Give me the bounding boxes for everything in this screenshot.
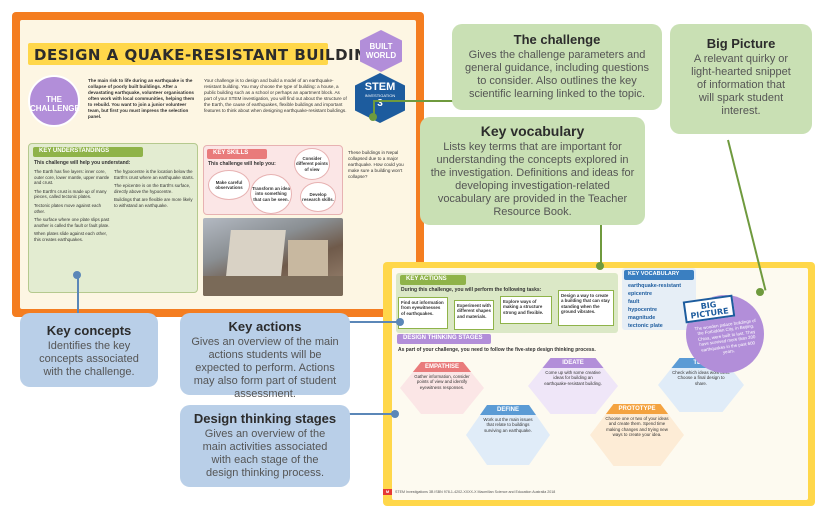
callout-design-thinking: Design thinking stages Gives an overview…	[180, 405, 350, 487]
callout-body: Gives an overview of the main activities…	[202, 428, 328, 479]
leader-line	[600, 222, 602, 267]
page-title: DESIGN A QUAKE-RESISTANT BUILDING	[28, 43, 380, 65]
action-card: Find out information from eyewitnesses o…	[398, 297, 448, 329]
leader-dot	[73, 271, 81, 279]
stage-text: Check which ideas work best. Choose a fi…	[672, 370, 730, 386]
list-item: The surface where one plate slips past a…	[34, 217, 110, 228]
skill-bubble: Develop research skills.	[300, 182, 336, 212]
callout-big-picture: Big Picture A relevant quirky or light-h…	[670, 24, 812, 134]
list-item: Tectonic plates move against each other.	[34, 202, 102, 214]
callout-body: Gives an overview of the main actions st…	[191, 336, 339, 400]
key-understandings-panel	[28, 143, 198, 293]
challenge-badge: THE CHALLENGE	[28, 75, 80, 127]
callout-title: Key actions	[228, 319, 302, 334]
leader-dot	[756, 288, 764, 296]
skill-bubble: Transform an idea into something that ca…	[250, 174, 292, 214]
list-item: The epicentre is on the Earth's surface,…	[114, 183, 191, 194]
skill-bubble: Consider different points of view	[294, 148, 330, 180]
leader-line	[340, 321, 400, 323]
key-actions-sub: During this challenge, you will perform …	[401, 287, 542, 293]
leader-dot	[391, 410, 399, 418]
vocab-item: earthquake-resistant	[628, 283, 682, 289]
stage-text: Work out the main issues that relate to …	[483, 417, 533, 433]
action-card: Experiment with different shapes and mat…	[454, 300, 494, 330]
stage-title: EMPATHISE	[400, 362, 484, 372]
built-world-badge: BUILT WORLD	[360, 30, 402, 72]
vocab-item: fault	[628, 299, 640, 305]
key-actions-heading: KEY ACTIONS	[400, 275, 466, 285]
callout-title: Design thinking stages	[193, 411, 337, 426]
leader-dot	[596, 262, 604, 270]
list-item: When plates slide against each other, th…	[34, 231, 107, 242]
collapsed-buildings-photo	[203, 218, 343, 296]
callout-body: A relevant quirky or light-hearted snipp…	[691, 53, 791, 117]
callout-body: Identifies the key concepts associated w…	[39, 340, 139, 378]
key-skills-sub: This challenge will help you:	[208, 161, 276, 167]
callout-key-vocabulary: Key vocabulary Lists key terms that are …	[420, 117, 645, 225]
list-item: The hypocentre is the location below the…	[114, 169, 194, 180]
stage-ideate: IDEATE Come up with some creative ideas …	[528, 358, 618, 414]
skill-bubble: Make careful observations	[208, 170, 250, 200]
key-skills-heading: KEY SKILLS	[207, 149, 267, 159]
callout-title: Key concepts	[46, 323, 132, 338]
vocab-item: epicentre	[628, 291, 652, 297]
leader-line	[77, 275, 79, 315]
stage-title: DEFINE	[466, 405, 550, 415]
list-item: Buildings that are flexible are more lik…	[114, 197, 193, 208]
vocab-item: hypocentre	[628, 307, 658, 313]
stage-text: Choose one or two of your ideas and crea…	[605, 416, 669, 438]
publisher-logo: M	[383, 489, 392, 495]
list-item: The Earth has five layers: inner core, o…	[34, 169, 110, 186]
key-understandings-col2: The hypocentre is the location below the…	[114, 169, 194, 209]
callout-key-concepts: Key concepts Identifies the key concepts…	[20, 313, 158, 387]
callout-title: The challenge	[513, 32, 601, 47]
stem-badge: STEM INVESTIGATION 3	[355, 73, 405, 123]
photo-caption: These buildings in Nepal collapsed due t…	[348, 150, 404, 179]
key-understandings-heading: KEY UNDERSTANDINGS	[33, 147, 143, 157]
callout-body: Lists key terms that are important for u…	[430, 141, 635, 218]
callout-key-actions: Key actions Gives an overview of the mai…	[180, 313, 350, 400]
stem-sub: INVESTIGATION	[364, 93, 396, 98]
action-card: Explore ways of making a structure stron…	[500, 296, 552, 324]
leader-dot	[396, 318, 404, 326]
stage-prototype: PROTOTYPE Choose one or two of your idea…	[590, 404, 684, 466]
leader-dot	[369, 113, 377, 121]
key-understandings-col1: The Earth has five layers: inner core, o…	[34, 169, 110, 243]
stem-number: 3	[355, 98, 405, 109]
stage-text: Come up with some creative ideas for bui…	[544, 370, 602, 386]
callout-body: Gives the challenge parameters and gener…	[464, 49, 650, 100]
stem-word: STEM	[364, 81, 396, 93]
stage-define: DEFINE Work out the main issues that rel…	[466, 405, 550, 465]
stage-text: Gather information, consider points of v…	[414, 374, 470, 390]
intro-body-text: Your challenge is to design and build a …	[204, 78, 347, 113]
intro-bold-text: The main risk to life during an earthqua…	[88, 78, 195, 119]
leader-line	[373, 100, 375, 118]
stage-title: IDEATE	[528, 358, 618, 368]
vocab-item: magnitude	[628, 315, 656, 321]
design-thinking-sub: As part of your challenge, you need to f…	[398, 347, 596, 353]
stage-title: PROTOTYPE	[590, 404, 684, 414]
callout-title: Key vocabulary	[480, 123, 585, 139]
leader-line	[373, 100, 455, 102]
key-understandings-sub: This challenge will help you understand:	[34, 160, 131, 166]
vocab-item: tectonic plate	[628, 323, 663, 329]
action-card: Design a way to create a building that c…	[558, 290, 614, 326]
footer-text: STEM Investigations 3B ISBN 978-1-4202-X…	[395, 490, 556, 494]
list-item: The Earth's crust is made up of many pie…	[34, 188, 107, 200]
callout-title: Big Picture	[706, 36, 776, 51]
callout-the-challenge: The challenge Gives the challenge parame…	[452, 24, 662, 110]
key-vocabulary-heading: KEY VOCABULARY	[624, 270, 694, 280]
leader-line	[345, 413, 395, 415]
design-thinking-heading: DESIGN THINKING STAGES	[397, 334, 491, 344]
